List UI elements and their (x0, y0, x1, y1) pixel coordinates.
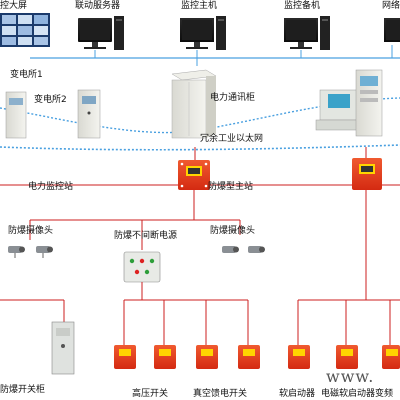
label-high-voltage-switch: 高压开关 (132, 389, 169, 399)
high-voltage-switch-2 (154, 345, 176, 369)
monitor-backup-icon (284, 16, 330, 50)
label-vacuum-feeder: 真空馈电开关 (193, 389, 248, 399)
label-cameras-right: 防爆摄像头 (210, 226, 256, 236)
explosion-switch-cabinet (51, 321, 75, 375)
substation-cabinet-1 (5, 91, 27, 139)
label-substation-2: 变电所2 (34, 95, 67, 105)
label-power-cabinet: 电力通讯柜 (210, 93, 256, 103)
explosion-camera-left-1 (8, 246, 25, 258)
label-monitor-backup: 监控备机 (284, 1, 321, 11)
video-wall-icon (0, 13, 50, 47)
ring-lower (0, 144, 400, 151)
ring-upper (0, 97, 400, 134)
power-comm-cabinet (171, 69, 217, 139)
label-em-soft-starter: 电磁软启动器 (321, 389, 376, 399)
watermark: www. (326, 367, 375, 386)
monitor-host-icon (180, 16, 226, 50)
label-cameras-left: 防爆摄像头 (8, 226, 54, 236)
label-switch-cabinet: 防爆开关柜 (0, 385, 46, 395)
explosion-ups-box (123, 251, 161, 283)
label-inverter: 变频 (375, 389, 394, 399)
high-voltage-switch-1 (114, 345, 136, 369)
explosion-camera-right-1 (222, 246, 239, 253)
explosion-master-station-2 (352, 158, 382, 190)
label-ethernet-ring: 冗余工业以太网 (200, 134, 264, 144)
linkage-server-icon (78, 16, 124, 50)
operator-console (315, 69, 383, 137)
explosion-camera-right-2 (248, 246, 265, 253)
inverter (382, 345, 400, 369)
label-power-station: 电力监控站 (28, 182, 74, 192)
label-network: 网络 (382, 1, 400, 11)
label-monitor-host: 监控主机 (181, 1, 218, 11)
explosion-master-station-1 (178, 160, 210, 190)
explosion-camera-left-2 (36, 246, 53, 258)
vacuum-feeder-switch-1 (196, 345, 218, 369)
label-substation-1: 变电所1 (10, 70, 43, 80)
substation-cabinet-2 (77, 89, 101, 139)
network-device-icon (384, 18, 400, 42)
electromagnetic-soft-starter (336, 345, 358, 369)
vacuum-feeder-switch-2 (238, 345, 260, 369)
label-linkage-server: 联动服务器 (75, 1, 121, 11)
label-video-wall: 控大屏 (0, 1, 28, 11)
label-ups: 防爆不间断电源 (114, 231, 178, 241)
label-explosion-master: 防爆型主站 (208, 182, 254, 192)
soft-starter (288, 345, 310, 369)
label-soft-starter: 软启动器 (279, 389, 316, 399)
